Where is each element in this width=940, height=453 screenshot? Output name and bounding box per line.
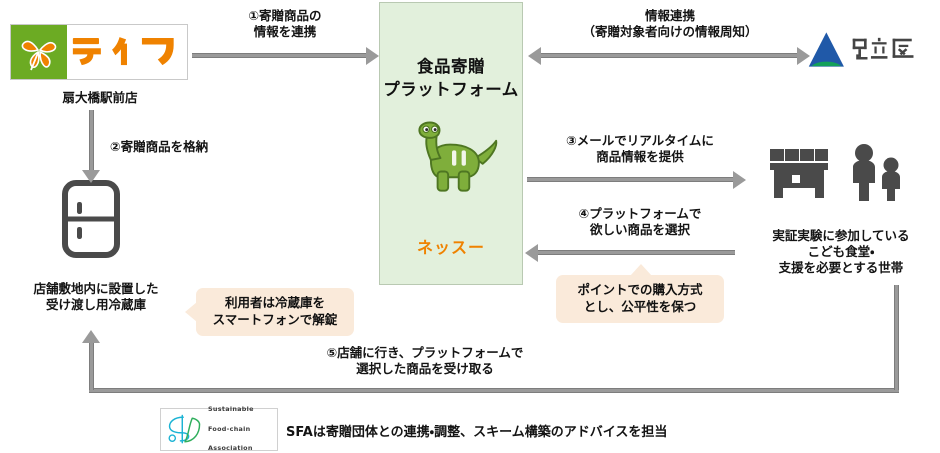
sfa-word-line2: Food-chain bbox=[208, 424, 251, 433]
refrigerator-label: 店舗敷地内に設置した 受け渡し用冷蔵庫 bbox=[33, 281, 159, 312]
info-link-arrowhead-left bbox=[528, 47, 541, 65]
flow-step3-arrowhead bbox=[733, 171, 746, 189]
sfa-role-note: SFAは寄贈団体との連携・調整、スキーム構築のアドバイスを担当 bbox=[286, 425, 668, 440]
life-logo-wordmark bbox=[67, 25, 187, 79]
sfa-logo: Sustainable Food-chain Association bbox=[160, 405, 278, 452]
sfa-word-line3: Association bbox=[208, 444, 253, 453]
life-store-label: 扇大橋駅前店 bbox=[62, 90, 138, 105]
adult-and-child-icon bbox=[845, 143, 911, 209]
dinosaur-icon bbox=[404, 121, 500, 201]
mascot-name: ネッスー bbox=[416, 238, 485, 257]
sfa-word-line1: Sustainable bbox=[208, 404, 254, 413]
flow-step2-arrowhead bbox=[82, 170, 100, 183]
platform-panel: 食品寄贈 プラットフォーム bbox=[379, 2, 523, 285]
flow-step5-right-riser bbox=[894, 285, 899, 390]
flow-step2-label: ②寄贈商品を格納 bbox=[110, 139, 209, 154]
flow-step5-left-riser bbox=[89, 338, 94, 390]
flow-step5-horizontal-line bbox=[89, 388, 899, 393]
flow-step3-label: ③メールでリアルタイムに 商品情報を提供 bbox=[566, 133, 714, 164]
callout-fridge-unlock: 利用者は冷蔵庫を スマートフォンで解錠 bbox=[196, 288, 354, 336]
shop-building-icon bbox=[768, 143, 830, 209]
flow-step4-line bbox=[537, 250, 735, 255]
flow-step1-label: ①寄贈商品の 情報を連携 bbox=[248, 8, 322, 39]
info-link-arrowhead-right bbox=[797, 47, 810, 65]
flow-step4-arrowhead bbox=[525, 244, 538, 262]
refrigerator-icon bbox=[62, 180, 120, 262]
callout-point-purchase-tail bbox=[630, 264, 652, 276]
flow-step1-arrowhead bbox=[366, 47, 379, 65]
info-link-line bbox=[540, 53, 798, 58]
platform-title: 食品寄贈 プラットフォーム bbox=[383, 57, 519, 100]
life-store-logo bbox=[10, 24, 188, 80]
flow-step5-arrowhead bbox=[82, 330, 100, 343]
adachi-city-name bbox=[852, 37, 914, 60]
four-leaf-clover-icon bbox=[11, 25, 67, 79]
callout-point-purchase: ポイントでの購入方式 とし、公平性を保つ bbox=[556, 275, 724, 323]
sfa-logo-wordmark: Sustainable Food-chain Association bbox=[208, 395, 254, 453]
callout-fridge-unlock-tail bbox=[185, 302, 197, 322]
info-link-label: 情報連携 （寄贈対象者向けの情報周知） bbox=[582, 8, 758, 39]
flow-step4-label: ④プラットフォームで 欲しい商品を選択 bbox=[578, 206, 702, 237]
flow-step3-line bbox=[527, 177, 734, 182]
adachi-city-logo bbox=[806, 18, 934, 82]
flow-step5-label: ⑤店舗に行き、プラットフォームで 選択した商品を受け取る bbox=[326, 345, 524, 376]
sfa-logo-icon bbox=[168, 414, 201, 443]
flow-step1-line bbox=[192, 53, 367, 58]
recipients-label: 実証実験に参加している こども食堂・ 支援を必要とする世帯 bbox=[772, 228, 910, 275]
adachi-triangle-icon bbox=[808, 32, 844, 67]
flow-step2-line bbox=[89, 110, 94, 172]
